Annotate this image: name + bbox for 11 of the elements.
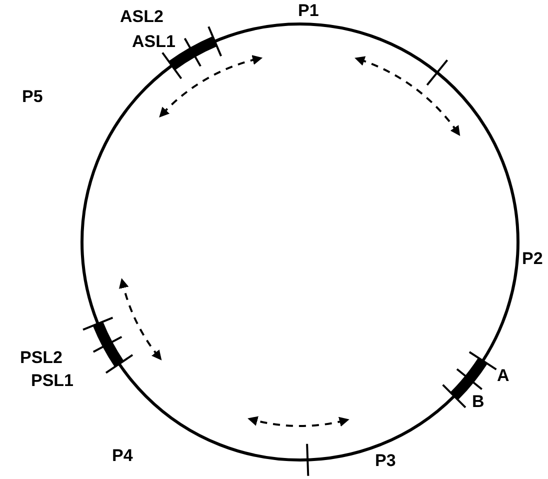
region-label: P5 bbox=[22, 88, 43, 106]
region-label: A bbox=[497, 367, 510, 385]
region-label: B bbox=[472, 393, 484, 411]
region-label: P2 bbox=[522, 250, 543, 268]
region-label: PSL2 bbox=[20, 349, 63, 367]
region-label: ASL1 bbox=[132, 33, 176, 51]
region-label: ASL2 bbox=[120, 8, 164, 26]
region-label: P3 bbox=[375, 452, 396, 470]
region-label: P4 bbox=[112, 447, 133, 465]
region-label: P1 bbox=[298, 2, 319, 20]
region-label: PSL1 bbox=[31, 372, 74, 390]
